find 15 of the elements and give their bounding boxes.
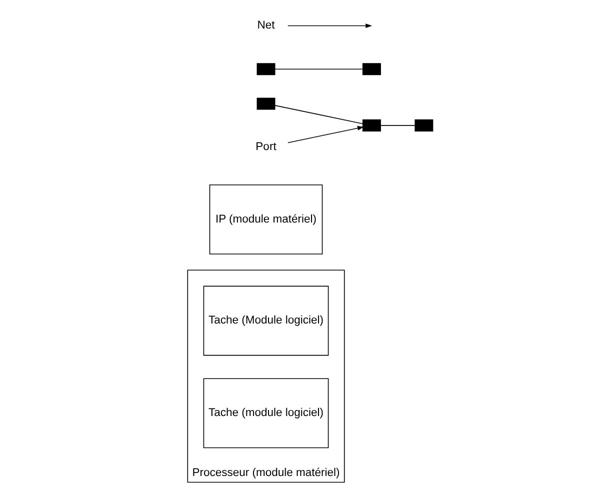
arrow (287, 24, 372, 28)
node-box: IP (module matériel) (209, 184, 323, 254)
node-box (362, 119, 381, 132)
arrow (287, 126, 364, 144)
connector (274, 68, 364, 70)
node-box (256, 98, 276, 110)
node-text: Port (256, 141, 276, 154)
node-text: Net (257, 20, 275, 32)
connector (380, 125, 416, 126)
node-box: Tache (module logiciel) (203, 378, 329, 448)
node-box (362, 63, 381, 76)
node-box (256, 63, 276, 76)
node-box: Tache (Module logiciel) (203, 286, 329, 356)
connector (274, 105, 364, 124)
node-box (414, 119, 434, 132)
